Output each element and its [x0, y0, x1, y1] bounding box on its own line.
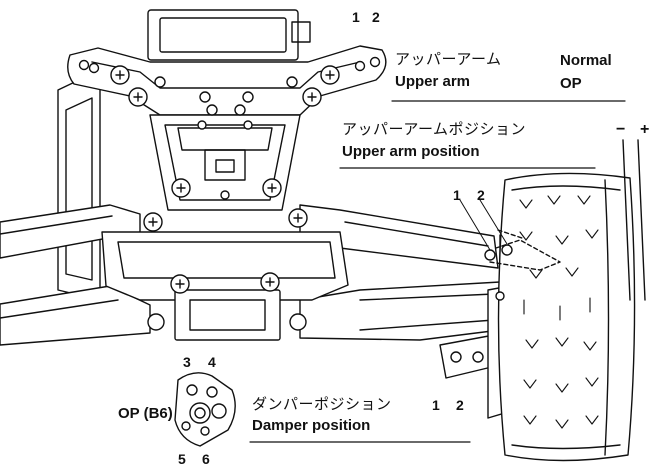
screw-icon	[320, 65, 340, 85]
damper-position-jp-label: ダンパーポジション	[252, 395, 392, 413]
screw-icon	[170, 274, 190, 294]
mount-holes	[78, 56, 513, 301]
screw-icon	[302, 87, 322, 107]
crosshead-screws	[110, 65, 340, 331]
upper-arm-option-op: OP	[560, 75, 582, 92]
leader-lines	[459, 199, 508, 251]
camber-lines	[622, 139, 646, 301]
upper-arm-jp-label: アッパーアーム	[395, 50, 502, 68]
upper-arm-hole-1: 1	[352, 9, 360, 25]
upper-arm-option-normal: Normal	[560, 52, 612, 69]
op-b6-hole-3: 3	[183, 354, 191, 370]
upper-arm-position-jp-label: アッパーアームポジション	[342, 120, 527, 138]
op-b6-hole-plate	[174, 372, 236, 447]
screw-icon	[110, 65, 130, 85]
damper-position-hole-2: 2	[456, 397, 464, 413]
right-lower-arm	[299, 281, 501, 341]
screw-icon	[262, 178, 282, 198]
screw-icon	[288, 208, 308, 228]
screw-icon	[128, 87, 148, 107]
op-b6-hole-4: 4	[208, 354, 216, 370]
op-b6-hole-6: 6	[202, 451, 210, 467]
screw-icon	[260, 272, 280, 292]
screw-icon	[147, 313, 165, 331]
op-b6-hole-5: 5	[178, 451, 186, 467]
op-b6-label: OP (B6)	[118, 405, 173, 422]
left-body-panel	[57, 69, 101, 301]
camber-plus-sign: +	[640, 121, 650, 138]
alt-arm-position-dashed	[489, 229, 561, 271]
damper-position-hole-1: 1	[432, 397, 440, 413]
screw-icon	[171, 178, 191, 198]
screw-icon	[143, 212, 163, 232]
upper-arm-position-hole-2: 2	[477, 187, 485, 203]
damper-position-en-label: Damper position	[252, 417, 371, 434]
upper-arm-hole-2: 2	[372, 9, 380, 25]
upper-arm-en-label: Upper arm	[395, 73, 471, 90]
upper-arm-position-hole-1: 1	[453, 187, 461, 203]
screw-icon	[289, 313, 307, 331]
top-mount-block	[147, 9, 311, 61]
gearbox-body	[101, 231, 349, 341]
left-suspension-arms	[0, 204, 151, 346]
upper-arm-position-en-label: Upper arm position	[342, 143, 480, 160]
wheel-tire	[497, 172, 636, 462]
camber-minus-sign: −	[616, 121, 626, 138]
label-underlines	[249, 100, 626, 443]
